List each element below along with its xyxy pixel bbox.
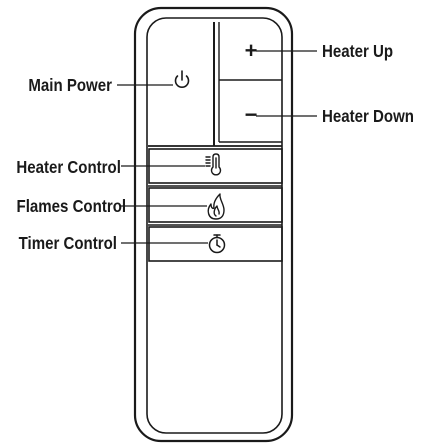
heater-down-label: Heater Down (322, 106, 414, 126)
leader-lines (117, 50, 317, 244)
heater-up-button[interactable]: + (244, 38, 258, 63)
timer-control-button-outline (148, 226, 283, 262)
heater-up-label: Heater Up (322, 41, 394, 61)
flames-control-button[interactable] (149, 188, 282, 222)
top-button-dividers (148, 22, 282, 147)
main-power-label: Main Power (28, 75, 112, 95)
heater-down-button[interactable]: − (244, 102, 258, 127)
thermometer-icon (205, 153, 222, 176)
main-power-button[interactable] (150, 22, 212, 144)
timer-control-label: Timer Control (18, 233, 118, 253)
flame-icon (207, 193, 225, 220)
heater-control-button[interactable] (149, 149, 282, 183)
timer-icon (208, 234, 226, 254)
power-icon (174, 70, 190, 88)
flames-control-label: Flames Control (16, 196, 127, 216)
flames-control-button-outline (148, 187, 283, 223)
timer-control-button[interactable] (149, 227, 282, 261)
heater-control-label: Heater Control (16, 157, 121, 177)
row-dividers (148, 148, 283, 262)
